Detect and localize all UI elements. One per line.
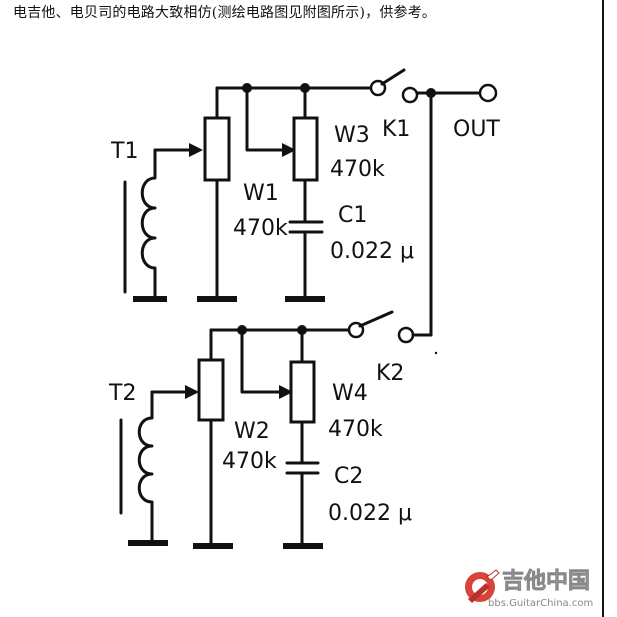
label-c1-name: C1 [338,203,367,228]
label-t2: T2 [108,381,136,406]
label-out: OUT [453,117,500,142]
w1-resistor [203,116,231,182]
label-w3-value: 470k [330,157,385,182]
watermark-url: bbs.GuitarChina.com [488,598,593,609]
label-w2-value: 470k [222,449,277,474]
scan-speck [434,351,438,355]
label-k2: K2 [376,361,404,386]
k2-contact-right [397,326,415,344]
ground-t1 [133,296,167,302]
label-w1-name: W1 [243,181,279,206]
label-w2-name: W2 [234,419,270,444]
label-k1: K1 [382,117,410,142]
ground-c1 [285,296,325,302]
ground-w1 [197,296,237,302]
header-text: 电吉他、电贝司的电路大致相仿(测绘电路图见附图所示)，供参考。 [13,5,437,21]
label-c2-name: C2 [334,464,363,489]
out-terminal [478,83,498,103]
guitar-logo-icon [465,569,500,603]
upper-channel [123,68,498,337]
page-border [602,0,604,617]
w2-resistor [197,358,225,422]
label-w1-value: 470k [233,216,288,241]
watermark-logo: 吉他中国 bbs.GuitarChina.com [465,568,593,609]
label-c1-value: 0.022 μ [330,239,414,264]
w4-wiper-arrow [279,385,293,399]
label-w3-name: W3 [334,123,370,148]
k1-contact-right [401,86,419,104]
label-w4-name: W4 [332,381,368,406]
w4-wiper-wire [240,328,282,394]
ground-c2 [283,543,323,549]
w2-wiper-arrow [185,385,199,399]
watermark-title: 吉他中国 [502,568,590,594]
w1-wiper-arrow [189,143,203,157]
pickup1-coil [140,148,157,300]
label-t1: T1 [110,139,138,164]
ground-t2 [128,540,168,546]
pickup2-coil [137,390,154,544]
label-c2-value: 0.022 μ [328,501,412,526]
w3-wiper-wire [245,86,285,152]
w3-wiper-arrow [282,143,296,157]
w4-resistor [289,360,316,424]
k2-blade [358,310,394,328]
k1-blade [380,68,406,86]
lower-channel [119,310,438,549]
ground-w2 [193,543,233,549]
label-w4-value: 470k [328,417,383,442]
w3-resistor [292,116,319,182]
